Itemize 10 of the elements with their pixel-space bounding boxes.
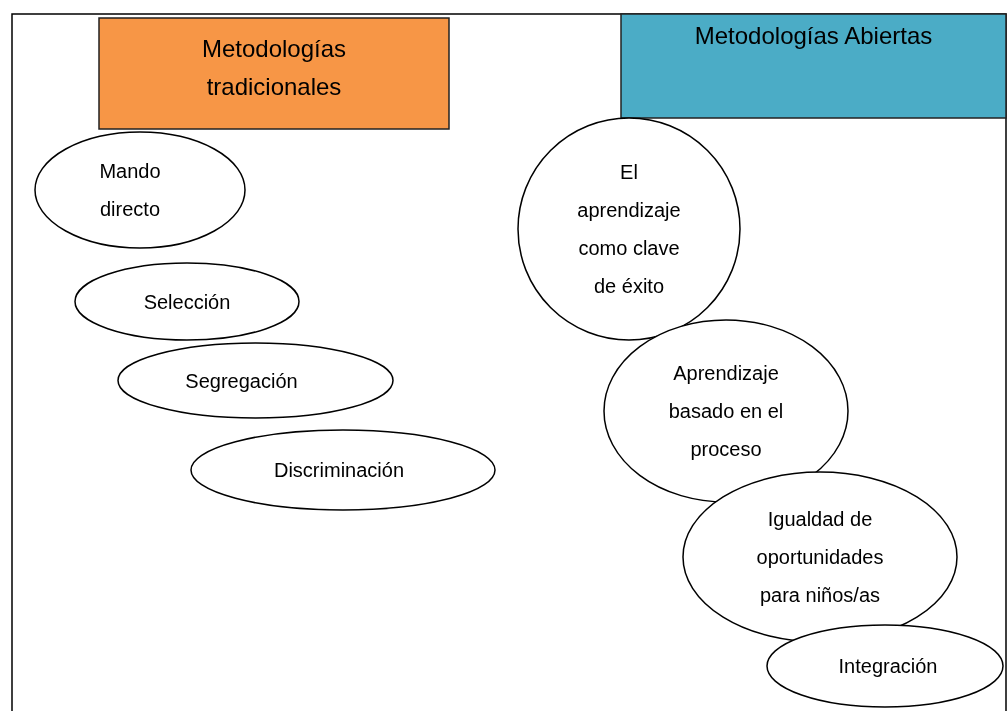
topic-text: Aprendizaje basado en el proceso bbox=[667, 361, 785, 462]
heading-text: Metodologías tradicionales bbox=[200, 34, 348, 102]
topic-text: Selección bbox=[142, 289, 232, 315]
topic-text: Igualdad de oportunidades para niños/as bbox=[755, 507, 885, 608]
topic-text: Integración bbox=[837, 654, 939, 679]
heading-text: Metodologías Abiertas bbox=[693, 21, 934, 52]
topic-text: El aprendizaje como clave de éxito bbox=[576, 160, 682, 299]
topic-text: Mando directo bbox=[98, 159, 162, 222]
topic-text: Segregación bbox=[184, 368, 299, 394]
topic-text: Discriminación bbox=[273, 458, 405, 483]
